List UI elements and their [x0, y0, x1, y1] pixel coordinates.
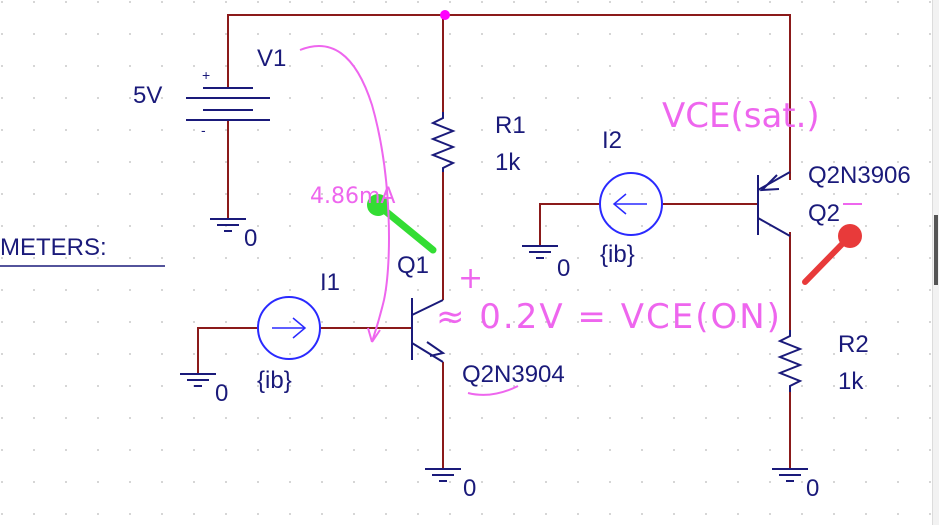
q1-ref-label[interactable]: Q1: [397, 252, 429, 279]
ground-label: 0: [215, 380, 228, 407]
annotation-plus: +: [458, 261, 483, 296]
i2-value-label[interactable]: {ib}: [600, 241, 635, 268]
q1-model-label[interactable]: Q2N3904: [462, 361, 565, 388]
q2-model-label[interactable]: Q2N3906: [808, 162, 911, 189]
annotation-equation: ≈ 0.2V = VCE(ON): [436, 297, 782, 337]
wires[interactable]: [197, 14, 791, 455]
battery-icon[interactable]: [186, 87, 270, 121]
wire-i2-left[interactable]: [539, 203, 600, 232]
probe-marker-icon[interactable]: [367, 194, 437, 254]
scrollbar-thumb[interactable]: [934, 215, 938, 285]
vertical-scrollbar[interactable]: [932, 0, 939, 525]
ground-label: 0: [463, 475, 476, 502]
ground-label: 0: [244, 225, 257, 252]
annotation-underline: [467, 385, 519, 396]
r1-value-label[interactable]: 1k: [495, 149, 521, 176]
i2-ref-label[interactable]: I2: [602, 127, 622, 154]
q2-ref-label[interactable]: Q2: [808, 200, 840, 227]
r2-ref-label[interactable]: R2: [838, 331, 869, 358]
resistor-icon[interactable]: [430, 112, 456, 172]
annotation-arrowhead: [367, 327, 381, 343]
i1-value-label[interactable]: {ib}: [257, 367, 292, 394]
pnp-transistor-icon[interactable]: [757, 171, 791, 237]
v1-ref-label[interactable]: V1: [257, 45, 286, 72]
v1-plus-sign: +: [202, 67, 210, 83]
v1-minus-sign: -: [201, 122, 206, 138]
meters-section-label: METERS:: [0, 234, 107, 261]
r2-value-label[interactable]: 1k: [838, 368, 864, 395]
probe-marker-icon[interactable]: [802, 224, 862, 285]
ground-label: 0: [557, 255, 570, 282]
annotation-curve: [299, 45, 390, 343]
wire-top-rail[interactable]: [227, 14, 791, 180]
resistor-icon[interactable]: [777, 330, 803, 392]
annotation-vce-sat: VCE(sat.): [662, 96, 820, 136]
annotation-current: 4.86mA: [310, 184, 395, 209]
ground-label: 0: [806, 475, 819, 502]
npn-transistor-icon[interactable]: [411, 298, 446, 363]
node-dot: [440, 10, 450, 20]
v1-value-label[interactable]: 5V: [133, 82, 162, 109]
wire-i1-left[interactable]: [197, 327, 258, 360]
r1-ref-label[interactable]: R1: [495, 112, 526, 139]
current-source-icon[interactable]: [257, 296, 321, 360]
current-source-icon[interactable]: [599, 172, 663, 236]
i1-ref-label[interactable]: I1: [320, 269, 340, 296]
